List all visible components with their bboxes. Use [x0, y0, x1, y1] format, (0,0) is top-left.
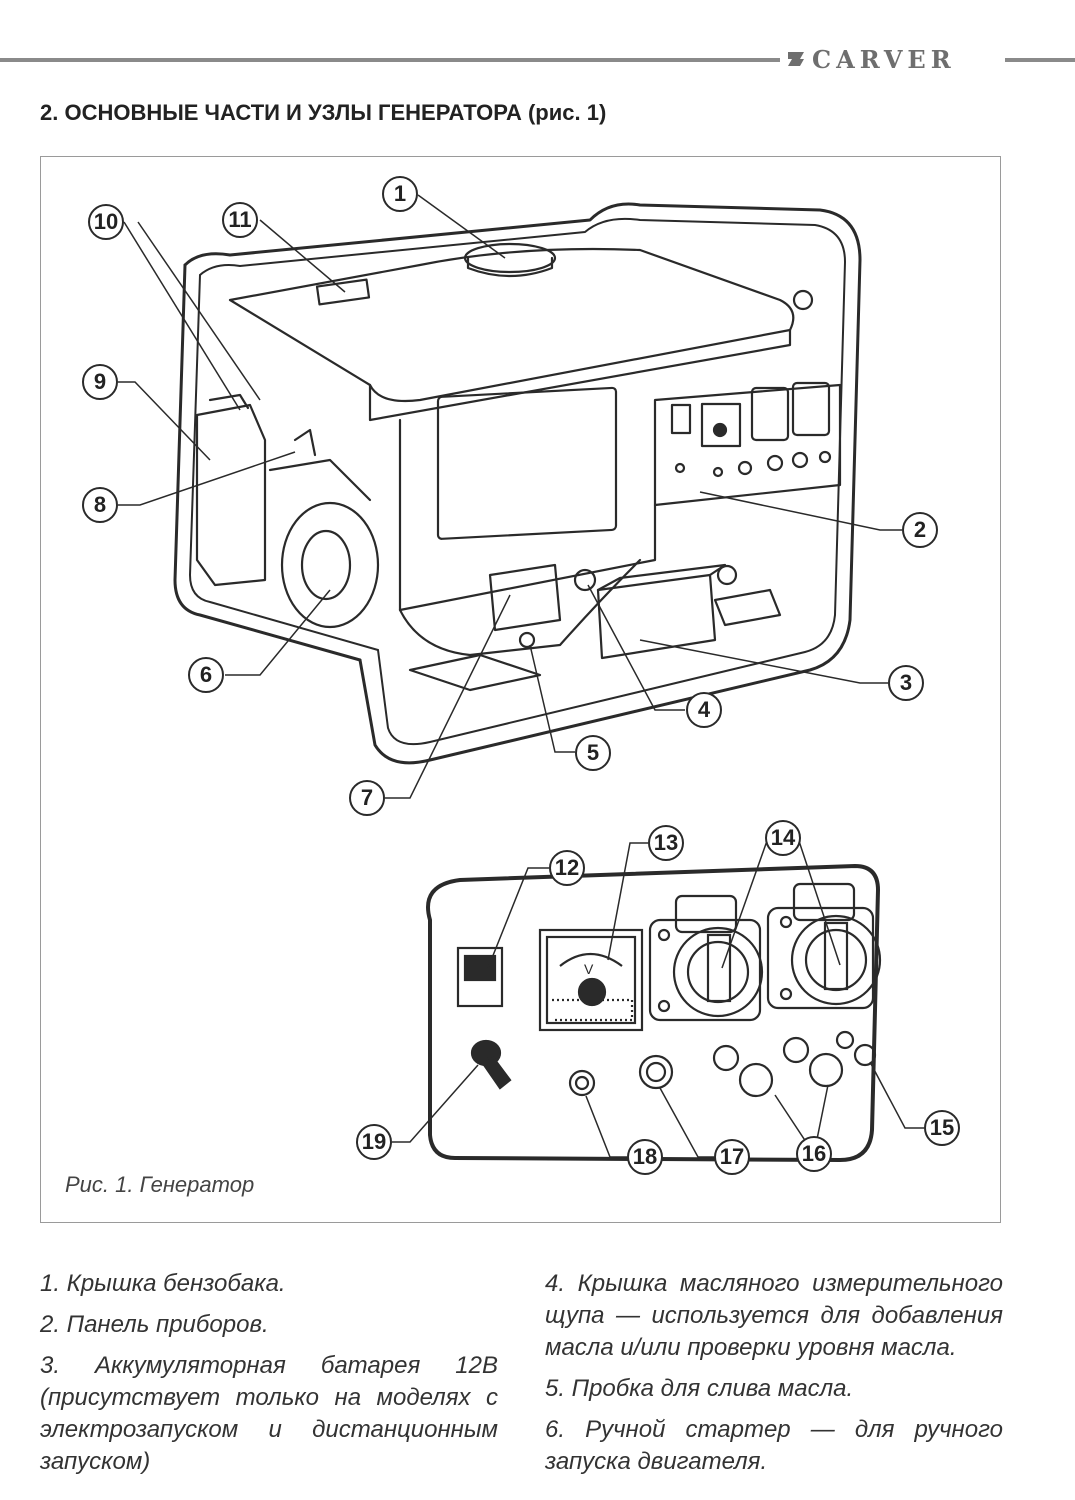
header-rule-right — [1005, 58, 1075, 62]
header-rule-left — [0, 58, 780, 62]
carver-logo-icon — [788, 52, 804, 66]
callout-16: 16 — [796, 1136, 832, 1172]
legend-item-6: 6. Ручной стартер — для ручного запуска … — [545, 1416, 1003, 1475]
legend-item-3: 3. Аккумуляторная батарея 12В (присутств… — [40, 1352, 498, 1475]
section-title: 2. ОСНОВНЫЕ ЧАСТИ И УЗЛЫ ГЕНЕРАТОРА (рис… — [40, 100, 607, 125]
legend-right-column: 4. Крышка масляного измерительного щупа … — [545, 1268, 1003, 1487]
callout-3: 3 — [888, 665, 924, 701]
callout-17: 17 — [714, 1139, 750, 1175]
logo-text: CARVER — [812, 44, 956, 74]
figure-frame — [40, 156, 1001, 1223]
legend-item-2: 2. Панель приборов. — [40, 1311, 269, 1338]
callout-14: 14 — [765, 820, 801, 856]
legend-left-column: 1. Крышка бензобака. 2. Панель приборов.… — [40, 1268, 498, 1487]
legend-item-5: 5. Пробка для слива масла. — [545, 1375, 854, 1402]
callout-2: 2 — [902, 512, 938, 548]
legend-item-1: 1. Крышка бензобака. — [40, 1270, 286, 1297]
callout-4: 4 — [686, 692, 722, 728]
voltmeter-unit: V — [584, 961, 594, 977]
callout-7: 7 — [349, 780, 385, 816]
callout-6: 6 — [188, 657, 224, 693]
callout-12: 12 — [549, 850, 585, 886]
callout-9: 9 — [82, 364, 118, 400]
callout-13: 13 — [648, 825, 684, 861]
callout-1: 1 — [382, 176, 418, 212]
figure-caption: Рис. 1. Генератор — [65, 1172, 255, 1197]
callout-15: 15 — [924, 1110, 960, 1146]
callout-5: 5 — [575, 735, 611, 771]
callout-8: 8 — [82, 487, 118, 523]
callout-10: 10 — [88, 204, 124, 240]
legend-item-4: 4. Крышка масляного измерительного щупа … — [545, 1270, 1003, 1361]
callout-11: 11 — [222, 202, 258, 238]
callout-18: 18 — [627, 1139, 663, 1175]
carver-logo: CARVER — [786, 44, 1002, 74]
callout-19: 19 — [356, 1124, 392, 1160]
